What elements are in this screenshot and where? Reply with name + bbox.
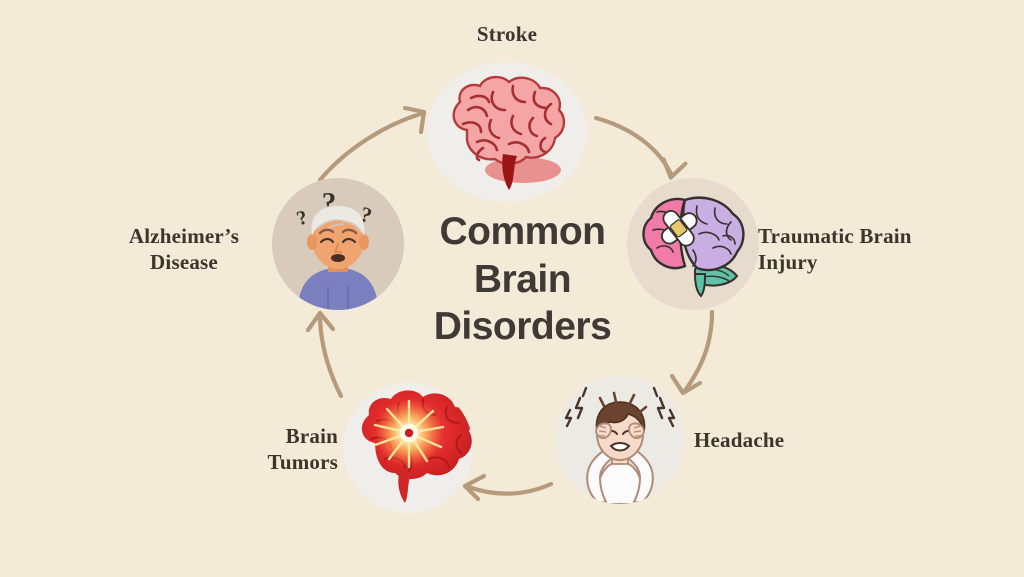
label-line: Headache [694,428,785,452]
stroke-circle [427,62,587,202]
brain-stroke-icon [452,75,566,190]
label-alzheimers-disease: Alzheimer’s Disease [104,224,264,275]
elderly-person-confused-icon: ? ? ? [294,187,378,310]
pain-lines-left [564,386,588,428]
pain-lines-right [652,386,676,428]
title-line-3: Disorders [433,305,612,349]
svg-text:?: ? [294,206,310,230]
arrow-stroke-to-tbi [593,115,688,180]
label-line: Injury [758,249,818,274]
label-line: Stroke [476,22,538,46]
label-brain-tumors: Brain Tumors [198,424,338,475]
label-line: Alzheimer’s [128,224,240,248]
label-line: Traumatic Brain [758,224,912,248]
bandage-icon [661,210,698,247]
alzheimers-circle: ? ? ? [272,178,404,310]
brain-tumor-glow-icon [361,390,472,503]
arrow-tumors-to-alzheimers [305,310,344,399]
label-line: Tumors [267,449,338,474]
arrow-tbi-to-headache [669,309,715,396]
brain-tumors-circle [343,383,473,513]
label-line: Disease [150,249,218,274]
label-line: Brain [285,424,338,448]
title-line-2: Brain [473,257,572,301]
tbi-circle [627,178,759,310]
person-headache-icon [564,386,676,504]
label-stroke: Stroke [427,22,587,48]
arrow-headache-to-tumors [462,473,554,502]
label-headache: Headache [694,428,874,454]
arrow-alzheimers-to-stroke [317,105,427,183]
brain-bandage-icon [642,196,745,298]
title-line-1: Common [439,210,607,253]
page-title: Common Brain Disorders [400,208,645,351]
headache-circle [556,376,684,504]
label-traumatic-brain-injury: Traumatic Brain Injury [758,224,958,275]
